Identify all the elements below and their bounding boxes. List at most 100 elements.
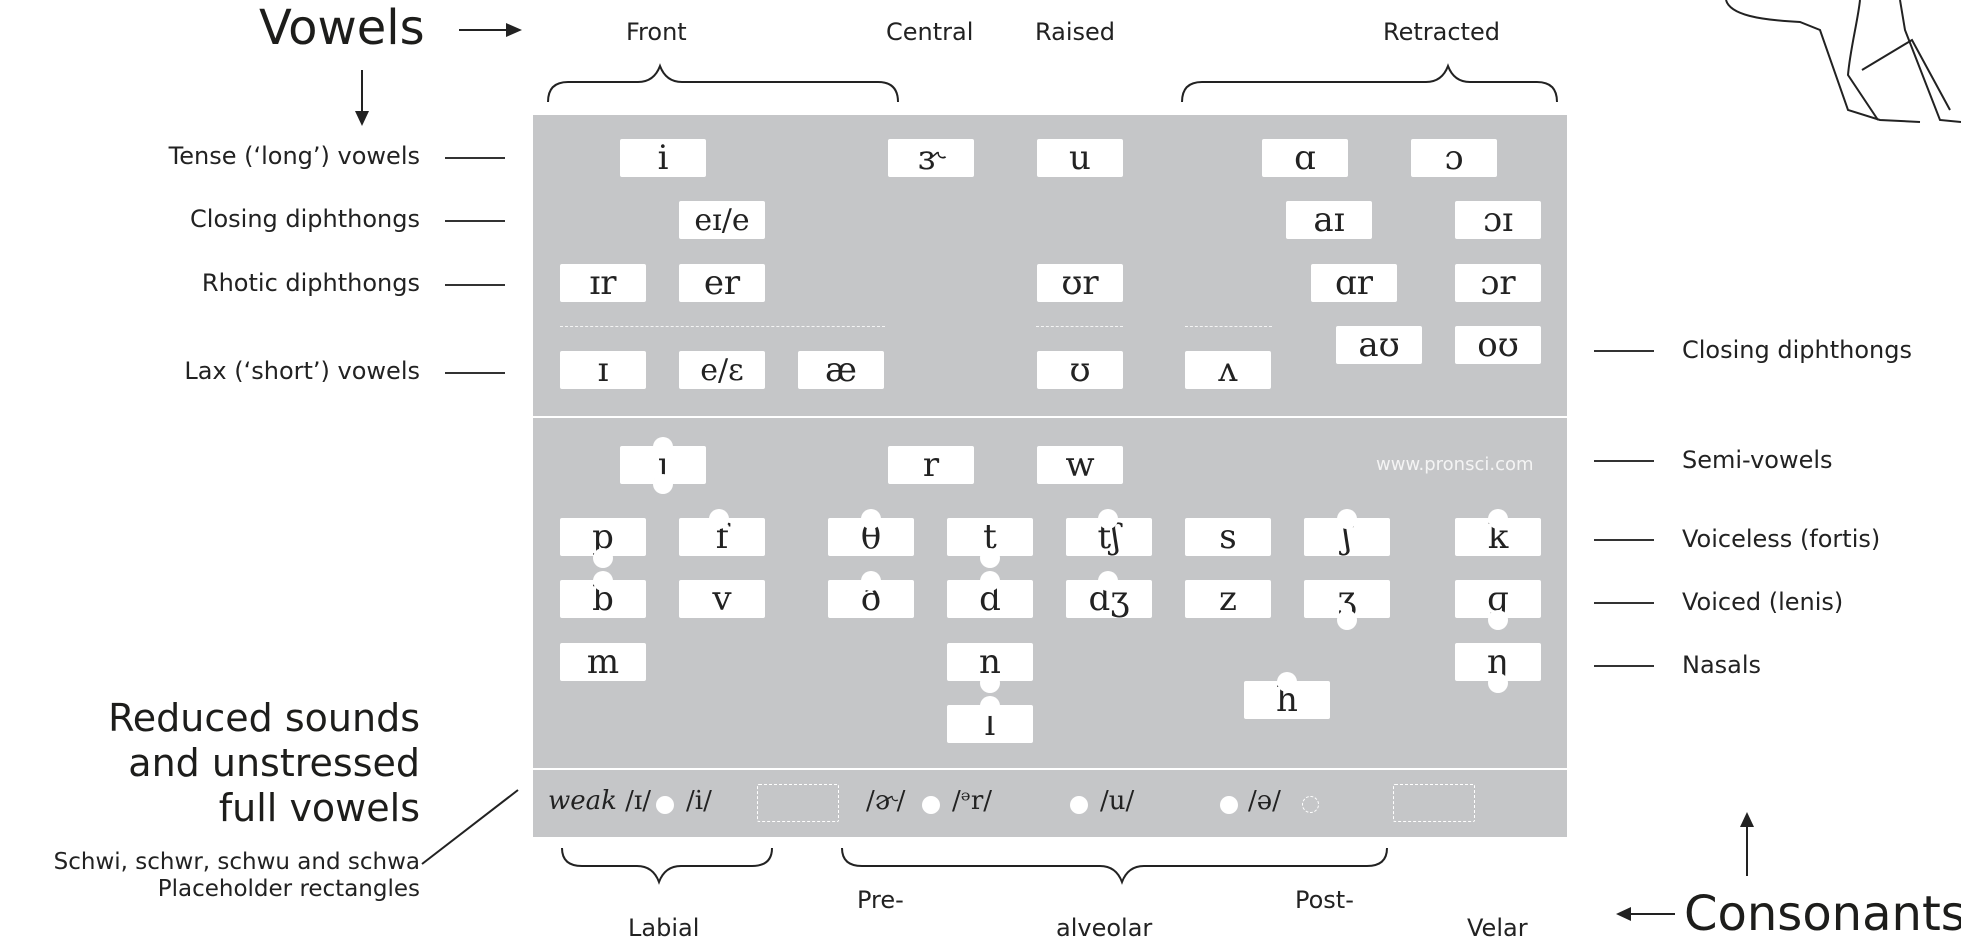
front-separator: [560, 326, 885, 327]
consonant-tile-v[interactable]: v: [679, 579, 765, 619]
closing-diphthongs-label: Closing diphthongs: [190, 205, 420, 233]
retracted-column-label: Retracted: [1383, 18, 1500, 46]
consonant-tile-w[interactable]: w: [1037, 445, 1123, 485]
vowel-tile-ae[interactable]: æ: [798, 350, 884, 390]
voiced-leader-line: [1594, 602, 1654, 604]
front-brace: [547, 63, 899, 103]
vowel-tile-ar[interactable]: ɑr: [1311, 263, 1397, 303]
tense-vowels-label: Tense (‘long’) vowels: [168, 142, 420, 170]
knob-j-top: [653, 437, 673, 457]
schwr-label: /ɚ/: [866, 786, 906, 816]
consonant-tile-eng[interactable]: ŋ: [1455, 642, 1541, 682]
consonant-tile-ezh[interactable]: ʒ: [1304, 579, 1390, 619]
knob-eng-bottom: [1488, 673, 1508, 693]
vowel-tile-ir[interactable]: ɪr: [560, 263, 646, 303]
vowel-tile-wedge[interactable]: ʌ: [1185, 350, 1271, 390]
knob-f-top: [709, 509, 729, 529]
schwa-hollow-dot: [1302, 796, 1319, 813]
raised-separator: [1036, 326, 1123, 327]
consonant-tile-z[interactable]: z: [1185, 579, 1271, 619]
nasals-leader-line: [1594, 665, 1654, 667]
consonants-up-arrowhead: [1740, 812, 1754, 827]
knob-d-top: [980, 571, 1000, 591]
schwr2-label: /ᵊr/: [952, 786, 993, 816]
labial-column-label: Labial: [628, 914, 700, 942]
hand-sketch-icon: [1725, 0, 1921, 123]
schwa-label: /ə/: [1248, 786, 1281, 816]
alveolar-column-label: alveolar: [1056, 914, 1153, 942]
vowels-down-arrowhead: [355, 111, 369, 126]
vowel-tile-ai[interactable]: aɪ: [1286, 200, 1372, 240]
vowel-tile-small-i[interactable]: ɪ: [560, 350, 646, 390]
consonant-tile-n[interactable]: n: [947, 642, 1033, 682]
closing-leader-line: [445, 220, 505, 222]
lax-vowels-label: Lax (‘short’) vowels: [184, 357, 420, 385]
schwu-label: /u/: [1100, 786, 1135, 816]
vowel-tile-script-a[interactable]: ɑ: [1262, 138, 1348, 178]
vowel-tile-ou[interactable]: oʊ: [1455, 325, 1541, 365]
velar-column-label: Velar: [1467, 914, 1528, 942]
knob-theta-top: [861, 509, 881, 529]
semi-leader-line: [1594, 460, 1654, 462]
vowel-tile-i[interactable]: i: [620, 138, 706, 178]
consonant-tile-g[interactable]: ɡ: [1455, 579, 1541, 619]
post-column-label: Post-: [1295, 886, 1354, 914]
voiceless-leader-line: [1594, 539, 1654, 541]
consonant-tile-m[interactable]: m: [560, 642, 646, 682]
consonant-tile-s[interactable]: s: [1185, 517, 1271, 557]
vowel-tile-er[interactable]: er: [679, 263, 765, 303]
schwi-label: Schwi, schwr, schwu and schwa Placeholde…: [53, 849, 420, 902]
knob-g-bottom: [1488, 610, 1508, 630]
consonants-heading: Consonants: [1684, 886, 1961, 942]
i-reduced-label: /i/: [686, 786, 712, 816]
reduced-panel: [533, 770, 1567, 837]
vowel-tile-e-epsilon[interactable]: e/ɛ: [679, 351, 765, 389]
knob-h-top: [1277, 672, 1297, 692]
lax-leader-line: [445, 372, 505, 374]
front-column-label: Front: [626, 18, 687, 46]
knob-b-top: [593, 571, 613, 591]
vowel-tile-au[interactable]: aʊ: [1336, 325, 1422, 365]
raised-column-label: Raised: [1035, 18, 1116, 46]
retracted-brace: [1181, 63, 1558, 103]
knob-k-top: [1488, 509, 1508, 529]
knob-p-bottom: [593, 548, 613, 568]
vowels-heading: Vowels: [259, 0, 425, 56]
vowel-tile-ei[interactable]: eɪ/e: [679, 201, 765, 239]
knob-tsh-top: [1098, 509, 1118, 529]
closing-diphthongs-right-label: Closing diphthongs: [1682, 336, 1912, 364]
vowel-tile-er-hooked[interactable]: ɝ: [888, 138, 974, 178]
schwr-dot: [922, 796, 940, 814]
knob-esh-top: [1337, 509, 1357, 529]
labial-brace: [561, 847, 773, 885]
vowel-tile-or[interactable]: ɔr: [1455, 263, 1541, 303]
placeholder-rect-front[interactable]: [757, 784, 839, 822]
schwi-diagonal-leader: [421, 789, 519, 865]
consonant-tile-r[interactable]: r: [888, 445, 974, 485]
voiced-label: Voiced (lenis): [1682, 588, 1844, 616]
pre-column-label: Pre-: [857, 886, 904, 914]
knob-dzh-top: [1098, 571, 1118, 591]
consonants-left-arrowhead: [1616, 907, 1631, 921]
weak-schwi-label: weak /ɪ/: [548, 786, 652, 816]
schwu-dot: [1070, 796, 1088, 814]
vowel-tile-oi[interactable]: ɔɪ: [1455, 200, 1541, 240]
rhotic-leader-line: [445, 284, 505, 286]
knob-j-bottom: [653, 474, 673, 494]
vowel-tile-ur[interactable]: ʊr: [1037, 263, 1123, 303]
tense-leader-line: [445, 157, 505, 159]
closing-right-leader-line: [1594, 350, 1654, 352]
reduced-sounds-label: Reduced sounds and unstressed full vowel…: [108, 696, 420, 830]
schwi-dot: [656, 796, 674, 814]
knob-eth-top: [861, 571, 881, 591]
vowel-tile-u[interactable]: u: [1037, 138, 1123, 178]
nasals-label: Nasals: [1682, 651, 1762, 679]
rhotic-diphthongs-label: Rhotic diphthongs: [201, 269, 420, 297]
vowel-tile-upsilon[interactable]: ʊ: [1037, 350, 1123, 390]
central-column-label: Central: [886, 18, 974, 46]
knob-ezh-bottom: [1337, 610, 1357, 630]
vowels-right-arrowhead: [506, 23, 522, 37]
placeholder-rect-back[interactable]: [1393, 784, 1475, 822]
knob-l-top: [980, 696, 1000, 716]
vowel-tile-open-o[interactable]: ɔ: [1411, 138, 1497, 178]
